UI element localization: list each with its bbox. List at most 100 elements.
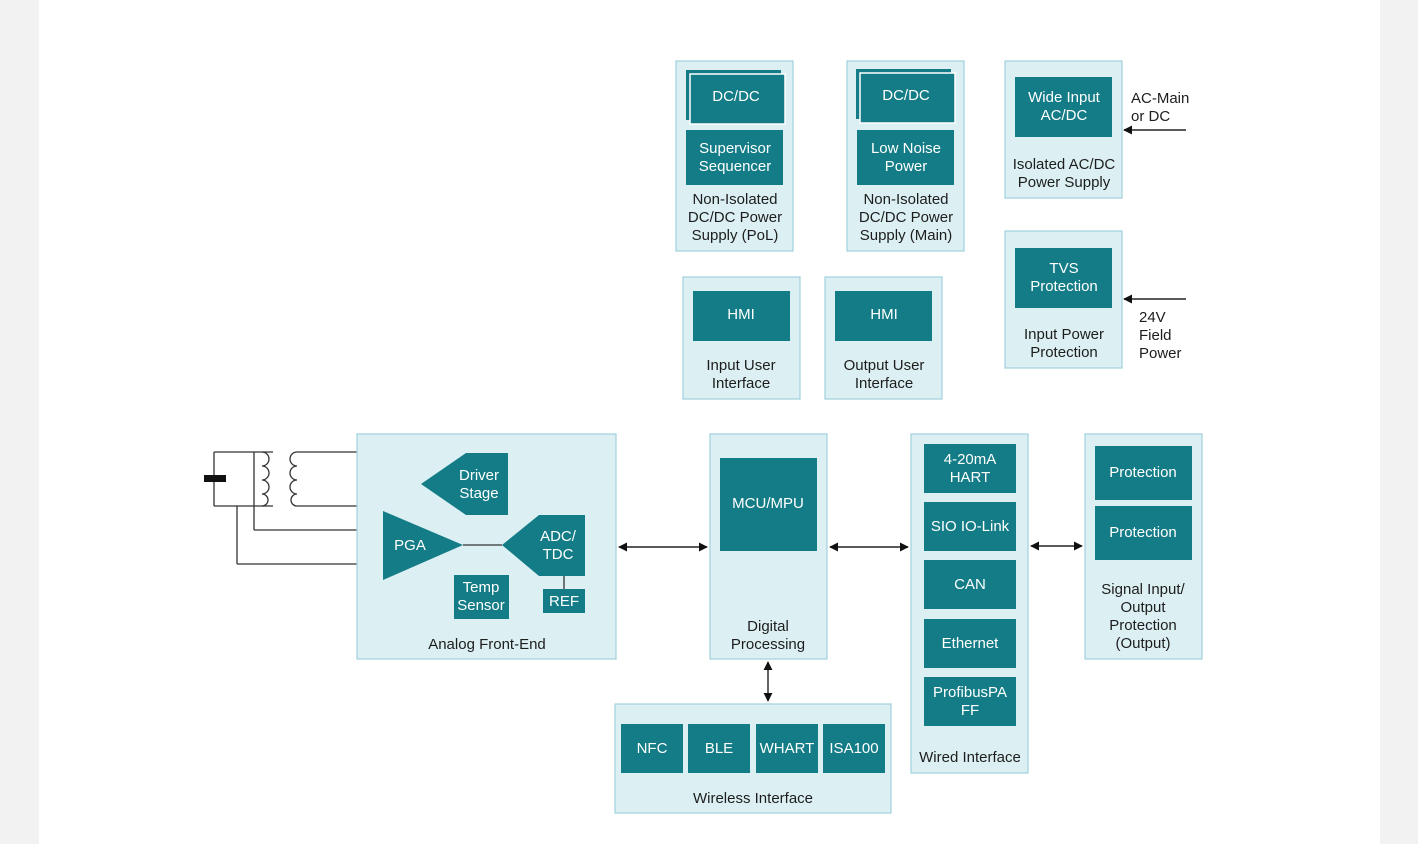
- pga-label: PGA: [394, 537, 426, 554]
- signal-caption: Output: [1120, 599, 1166, 616]
- wireless-group: NFC BLE WHART ISA100 Wireless Interface: [614, 703, 892, 814]
- hmi-label: HMI: [870, 306, 898, 323]
- isolated-power-group: Wide Input AC/DC Isolated AC/DC Power Su…: [1004, 60, 1189, 199]
- temp-sensor-label: Sensor: [457, 597, 505, 614]
- adc-block: [502, 515, 585, 576]
- main-caption: DC/DC Power: [859, 209, 953, 226]
- wired-caption: Wired Interface: [919, 749, 1021, 766]
- hmi-label: HMI: [727, 306, 755, 323]
- protection-block: [1095, 506, 1192, 560]
- digital-group: MCU/MPU Digital Processing: [709, 433, 828, 660]
- digital-caption: Digital: [747, 618, 789, 635]
- wide-input-block: [1015, 77, 1112, 137]
- driver-stage-block: [421, 453, 508, 515]
- protection-caption: Input Power: [1024, 326, 1104, 343]
- driver-stage-label: Stage: [459, 485, 498, 502]
- afe-group: Driver Stage PGA ADC/ TDC Temp Sensor RE…: [356, 433, 617, 660]
- input-ui-caption: Interface: [712, 375, 770, 392]
- io-link-label: SIO IO-Link: [931, 518, 1010, 535]
- output-ui-group: HMI Output User Interface: [824, 276, 943, 400]
- main-caption: Supply (Main): [860, 227, 953, 244]
- pol-caption: DC/DC Power: [688, 209, 782, 226]
- low-noise-block: [857, 130, 954, 185]
- signal-caption: Protection: [1109, 617, 1177, 634]
- output-ui-caption: Interface: [855, 375, 913, 392]
- page: DC/DC Supervisor Sequencer Non-Isolated …: [39, 0, 1380, 844]
- isolated-caption: Power Supply: [1018, 174, 1111, 191]
- coil-left: [261, 451, 270, 507]
- dcdc-label: DC/DC: [712, 88, 760, 105]
- hmi-block: [835, 291, 932, 341]
- can-label: CAN: [954, 576, 986, 593]
- can-block: [924, 560, 1016, 609]
- field-power-label: 24V: [1139, 309, 1166, 326]
- dcdc-label: DC/DC: [882, 87, 930, 104]
- ble-block: [688, 724, 750, 773]
- sequencer-label: Sequencer: [699, 158, 772, 175]
- io-link-block: [924, 502, 1016, 551]
- tvs-block: [1015, 248, 1112, 308]
- ref-block: [543, 589, 585, 613]
- ble-label: BLE: [705, 740, 733, 757]
- dcdc-block: [689, 73, 786, 125]
- sensor-element: [204, 475, 226, 482]
- tvs-label: TVS: [1049, 260, 1078, 277]
- wired-group: 4-20mA HART SIO IO-Link CAN Ethernet Pro…: [910, 433, 1029, 774]
- hart-label: 4-20mA: [944, 451, 997, 468]
- profibus-label: FF: [961, 702, 979, 719]
- ac-main-label: AC-Main: [1131, 90, 1189, 107]
- afe-caption: Analog Front-End: [428, 636, 546, 653]
- supervisor-block: [686, 130, 783, 185]
- dcdc-block: [859, 72, 956, 124]
- signal-protection-group: Protection Protection Signal Input/ Outp…: [1084, 433, 1203, 660]
- nfc-label: NFC: [637, 740, 668, 757]
- output-ui-caption: Output User: [844, 357, 925, 374]
- profibus-label: ProfibusPA: [933, 684, 1007, 701]
- hart-label: HART: [950, 469, 991, 486]
- hmi-block: [693, 291, 790, 341]
- whart-label: WHART: [760, 740, 815, 757]
- pol-caption: Supply (PoL): [692, 227, 779, 244]
- input-ui-caption: Input User: [706, 357, 775, 374]
- ref-label: REF: [549, 593, 579, 610]
- profibus-block: [924, 677, 1016, 726]
- low-noise-label: Low Noise: [871, 140, 941, 157]
- pol-caption: Non-Isolated: [692, 191, 777, 208]
- isa100-block: [823, 724, 885, 773]
- ethernet-block: [924, 619, 1016, 668]
- wide-input-label: Wide Input: [1028, 89, 1101, 106]
- adc-label: ADC/: [540, 528, 577, 545]
- tvs-label: Protection: [1030, 278, 1098, 295]
- hart-block: [924, 444, 1016, 493]
- protection-caption: Protection: [1030, 344, 1098, 361]
- sensor-symbol: [204, 451, 357, 565]
- block-diagram: DC/DC Supervisor Sequencer Non-Isolated …: [204, 60, 1203, 814]
- input-ui-group: HMI Input User Interface: [682, 276, 801, 400]
- coil-right: [289, 451, 298, 507]
- main-power-group: DC/DC Low Noise Power Non-Isolated DC/DC…: [846, 60, 965, 252]
- protection-label: Protection: [1109, 464, 1177, 481]
- mcu-label: MCU/MPU: [732, 495, 804, 512]
- low-noise-label: Power: [885, 158, 928, 175]
- pol-power-group: DC/DC Supervisor Sequencer Non-Isolated …: [675, 60, 794, 252]
- digital-caption: Processing: [731, 636, 805, 653]
- power-protection-group: TVS Protection Input Power Protection 24…: [1004, 230, 1186, 369]
- protection-label: Protection: [1109, 524, 1177, 541]
- driver-stage-label: Driver: [459, 467, 499, 484]
- field-power-label: Power: [1139, 345, 1182, 362]
- temp-sensor-block: [454, 575, 509, 619]
- isolated-caption: Isolated AC/DC: [1013, 156, 1116, 173]
- main-caption: Non-Isolated: [863, 191, 948, 208]
- nfc-block: [621, 724, 683, 773]
- signal-caption: Signal Input/: [1101, 581, 1185, 598]
- pga-block: [383, 511, 463, 580]
- wireless-caption: Wireless Interface: [693, 790, 813, 807]
- field-power-label: Field: [1139, 327, 1172, 344]
- wide-input-label: AC/DC: [1041, 107, 1088, 124]
- ethernet-label: Ethernet: [942, 635, 1000, 652]
- whart-block: [756, 724, 818, 773]
- supervisor-label: Supervisor: [699, 140, 771, 157]
- mcu-block: [720, 458, 817, 551]
- ac-main-label: or DC: [1131, 108, 1170, 125]
- protection-block: [1095, 446, 1192, 500]
